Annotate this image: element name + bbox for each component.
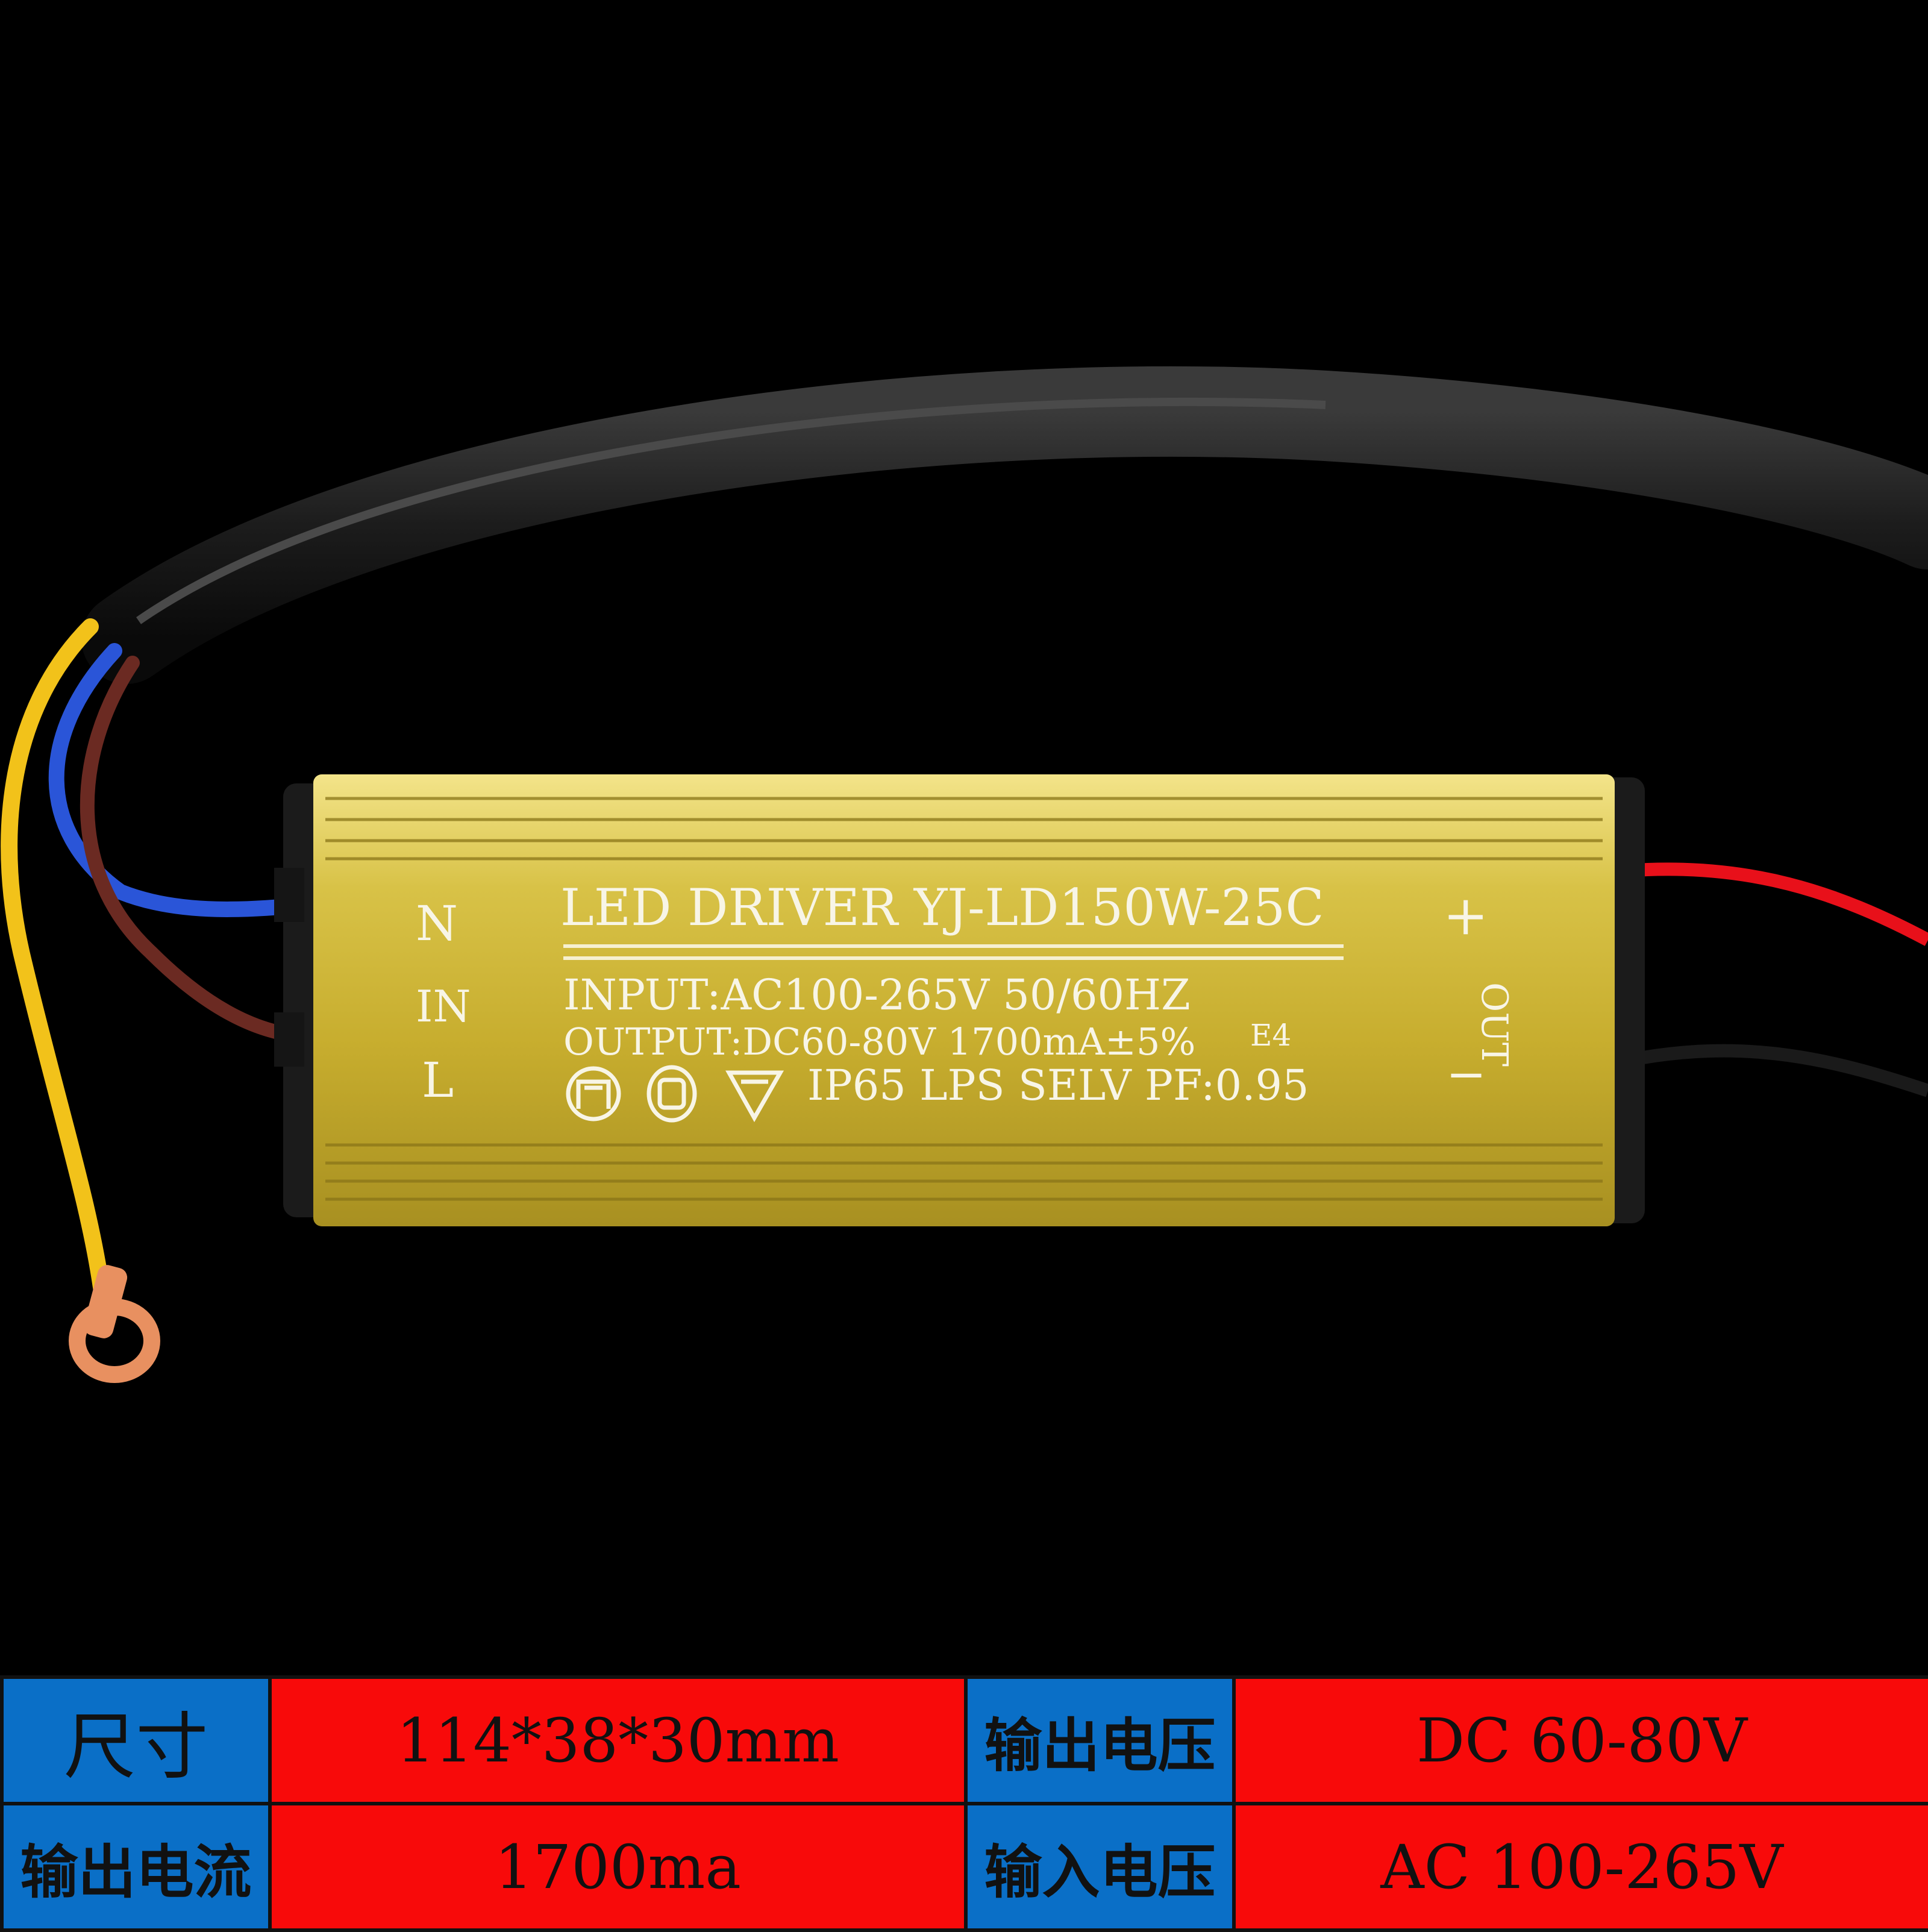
- driver-title: LED DRIVER YJ-LD150W-25C: [560, 878, 1324, 937]
- ratings-spec: IP65 LPS SELV PF:0.95: [807, 1061, 1309, 1110]
- spec-label-output-current: 输出电流: [0, 1802, 272, 1932]
- spec-label-input-voltage: 输入电压: [964, 1802, 1236, 1932]
- spec-label-size: 尺寸: [0, 1675, 272, 1805]
- spec-value-input-voltage: AC 100-265V: [1232, 1802, 1928, 1932]
- output-code: E4: [1250, 1018, 1291, 1053]
- driver-housing: [313, 774, 1615, 1226]
- output-minus: −: [1446, 1046, 1486, 1102]
- triangle-mark-icon: [725, 1070, 784, 1123]
- output-label: OUT: [1473, 982, 1515, 1067]
- table-row: 尺寸 114*38*30mm 输出电压 DC 60-80V: [0, 1675, 1928, 1805]
- spec-label-output-voltage: 输出电压: [964, 1675, 1236, 1805]
- input-label: IN: [416, 981, 471, 1032]
- spec-value-output-voltage: DC 60-80V: [1232, 1675, 1928, 1805]
- ring-terminal: [69, 1265, 160, 1383]
- spec-value-size: 114*38*30mm: [268, 1675, 968, 1805]
- spec-value-output-current: 1700ma: [268, 1802, 968, 1932]
- certification-mark-icon: [566, 1066, 621, 1121]
- product-photo: LED DRIVER YJ-LD150W-25C INPUT:AC100-265…: [1, 366, 1928, 1383]
- wire-yellow: [1, 618, 111, 1304]
- ccc-mark-icon: [646, 1065, 697, 1123]
- spec-table: 尺寸 114*38*30mm 输出电压 DC 60-80V 输出电流 1700m…: [0, 1675, 1928, 1932]
- input-n: N: [416, 895, 458, 952]
- power-cable: [81, 366, 1928, 684]
- wire-red: [1626, 862, 1928, 946]
- input-l: L: [422, 1052, 454, 1108]
- output-plus: +: [1443, 884, 1488, 947]
- input-spec: INPUT:AC100-265V 50/60HZ: [563, 970, 1191, 1020]
- table-row: 输出电流 1700ma 输入电压 AC 100-265V: [0, 1802, 1928, 1932]
- wire-brown: [80, 656, 321, 1044]
- output-spec: OUTPUT:DC60-80V 1700mA±5%: [563, 1020, 1195, 1064]
- wire-black: [1625, 1044, 1928, 1097]
